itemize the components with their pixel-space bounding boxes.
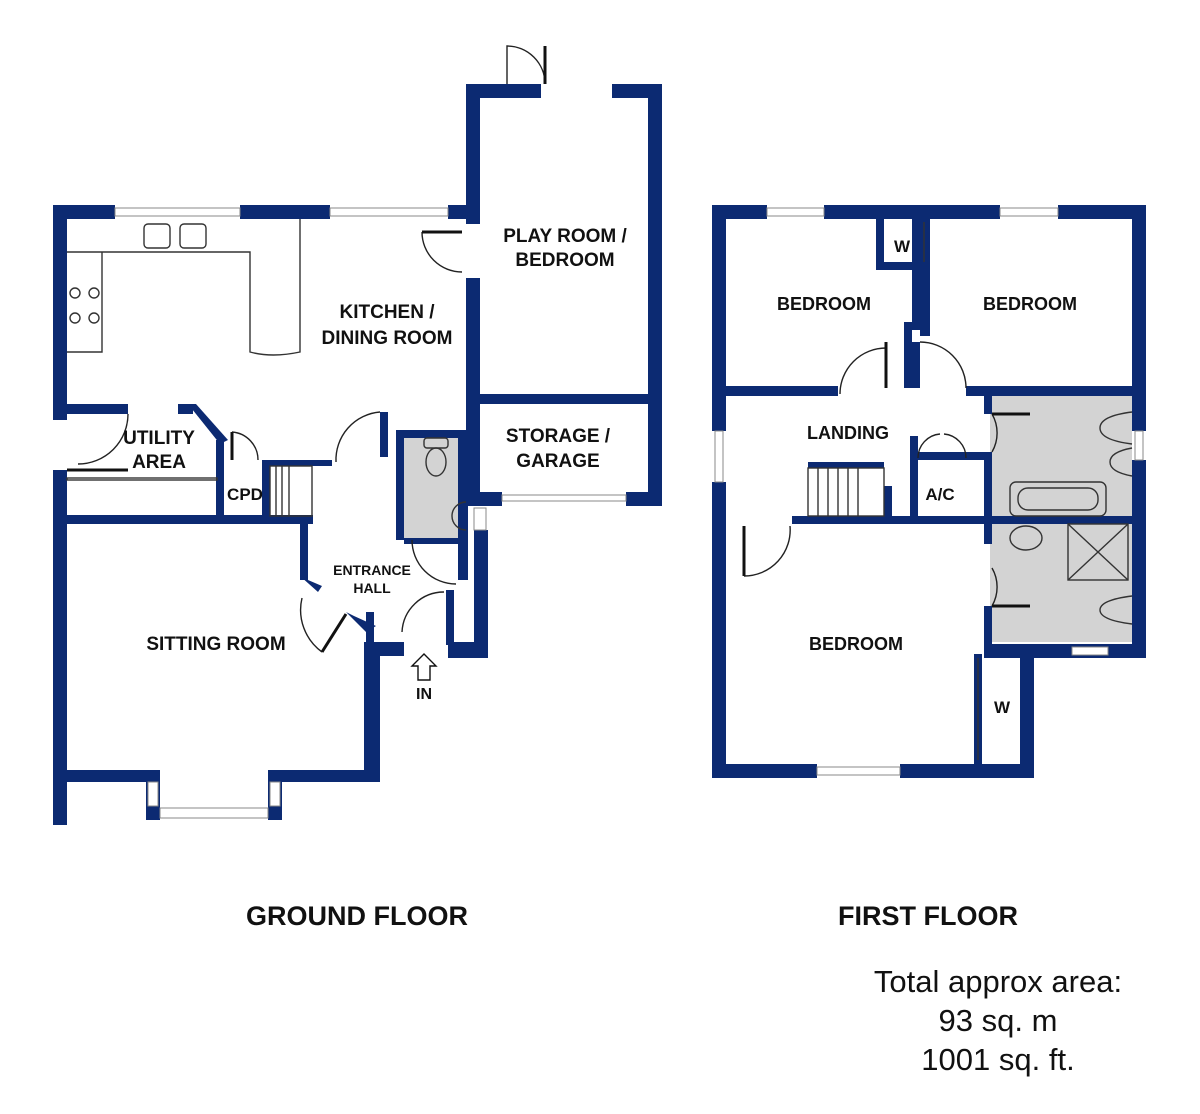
- storage-label-line2: GARAGE: [516, 451, 599, 472]
- first-floor-title: FIRST FLOOR: [838, 901, 1018, 931]
- first-stairs: [807, 467, 885, 517]
- ground-wc-fixtures: [423, 437, 467, 531]
- hall-label-line1: ENTRANCE: [333, 562, 411, 578]
- utility-label-line2: AREA: [132, 452, 186, 473]
- wardrobe-top-label: W: [894, 237, 911, 256]
- first-windows: [714, 207, 1144, 776]
- storage-label-line1: STORAGE /: [506, 426, 611, 447]
- play-room-label-line2: BEDROOM: [515, 250, 614, 271]
- wardrobe-slides: [923, 222, 979, 760]
- wardrobe-main-label: W: [994, 698, 1011, 717]
- total-area-heading: Total approx area:: [873, 964, 1123, 999]
- ground-walls: [53, 84, 662, 825]
- bedroom-right-label: BEDROOM: [983, 294, 1077, 314]
- entrance-label: IN: [416, 686, 432, 703]
- ground-floor-plan: KITCHEN / DINING ROOM PLAY ROOM / BEDROO…: [53, 45, 662, 931]
- kitchen-label-line1: KITCHEN /: [340, 302, 436, 323]
- ground-doors: [67, 45, 547, 653]
- kitchen-label-line2: DINING ROOM: [322, 328, 453, 349]
- total-area-sqm: 93 sq. m: [938, 1003, 1058, 1038]
- first-bath-fixtures: [1009, 411, 1133, 625]
- sitting-room-label: SITTING ROOM: [146, 634, 285, 655]
- first-floor-plan: BEDROOM BEDROOM W LANDING A/C BEDROOM W …: [712, 205, 1146, 931]
- cpd-label: CPD: [227, 485, 263, 504]
- kitchen-units: [66, 219, 301, 481]
- utility-label-line1: UTILITY: [123, 428, 195, 449]
- ground-stairs: [269, 465, 313, 517]
- landing-label: LANDING: [807, 423, 889, 443]
- bedroom-main-label: BEDROOM: [809, 634, 903, 654]
- total-area-sqft: 1001 sq. ft.: [921, 1042, 1075, 1077]
- play-room-label-line1: PLAY ROOM /: [503, 226, 627, 247]
- airing-cupboard-label: A/C: [925, 485, 954, 504]
- total-area-block: Total approx area: 93 sq. m 1001 sq. ft.: [848, 962, 1148, 1079]
- first-doors: [742, 341, 1030, 608]
- ground-windows: [114, 207, 627, 819]
- entrance-arrow-icon: [410, 653, 438, 681]
- ground-wc-floor: [404, 436, 466, 540]
- bedroom-left-label: BEDROOM: [777, 294, 871, 314]
- ground-floor-title: GROUND FLOOR: [246, 901, 468, 931]
- bathroom-floor: [990, 396, 1132, 518]
- hall-label-line2: HALL: [353, 580, 391, 596]
